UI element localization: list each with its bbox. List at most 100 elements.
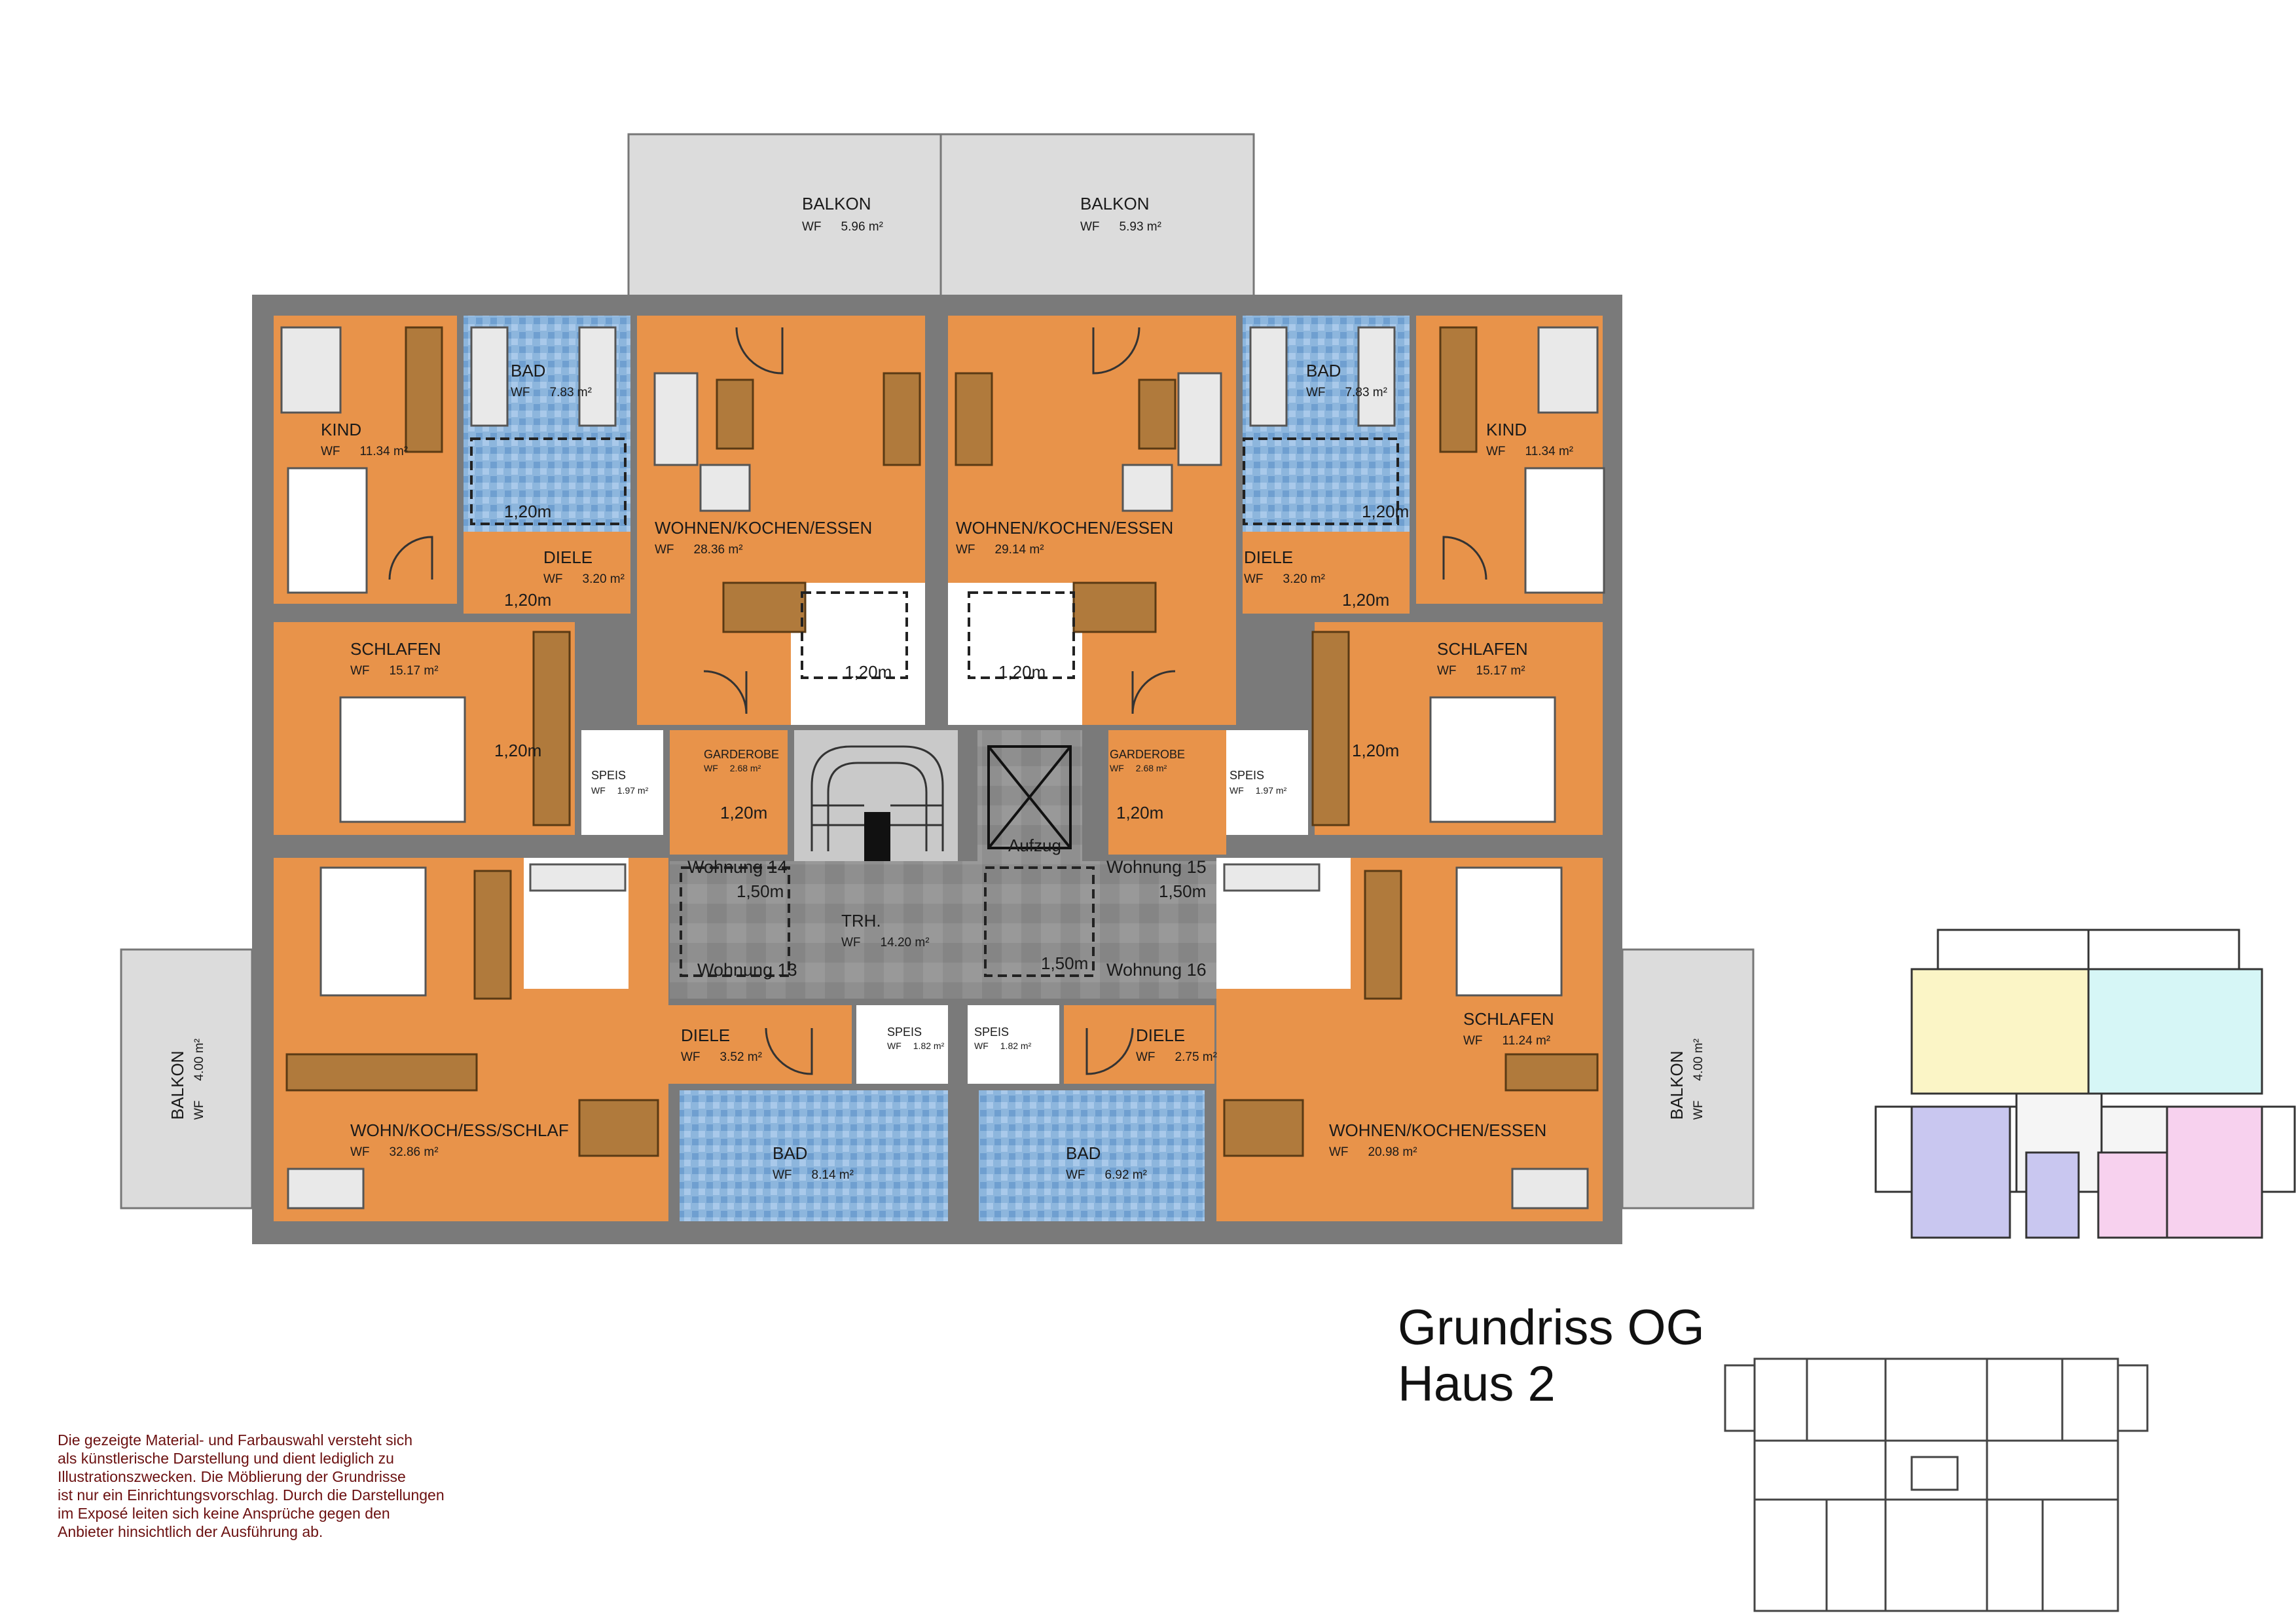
svg-text:1,20m: 1,20m — [494, 741, 541, 760]
floor-bad-bottom-right — [979, 1090, 1205, 1221]
floor-garderobe-right — [1108, 730, 1226, 855]
disclaimer-line: als künstlerische Darstellung und dient … — [58, 1450, 394, 1467]
svg-text:1,20m: 1,20m — [504, 590, 551, 610]
label-wohnung-16: Wohnung 16 — [1106, 960, 1207, 980]
plan-subtitle: Haus 2 — [1398, 1356, 1556, 1412]
svg-text:WF7.83 m²: WF7.83 m² — [1306, 386, 1387, 399]
floor-kitchen-top-right — [948, 583, 1082, 725]
elevator-cross — [987, 745, 1072, 849]
floor-landing — [670, 861, 1226, 999]
floor-diele-top-right — [1243, 532, 1410, 614]
label-wohnen-top-right: WOHNEN/KOCHEN/ESSEN — [956, 518, 1173, 538]
disclaimer-line: im Exposé leiten sich keine Ansprüche ge… — [58, 1505, 390, 1522]
label-bad-top-right: BAD — [1306, 361, 1341, 380]
key-plan-colored — [1874, 929, 2296, 1239]
label-diele-bottom-left: DIELE — [681, 1025, 730, 1045]
floor-diele-bottom-left — [668, 1005, 852, 1084]
disclaimer-line: Die gezeigte Material- und Farbauswahl v… — [58, 1431, 413, 1449]
svg-text:WF2.68 m²: WF2.68 m² — [1110, 763, 1167, 773]
svg-text:1,50m: 1,50m — [737, 881, 784, 901]
svg-text:WF4.00 m²: WF4.00 m² — [192, 1039, 206, 1120]
floor-bad-bottom-left — [680, 1090, 948, 1221]
svg-text:WF3.52 m²: WF3.52 m² — [681, 1050, 762, 1064]
label-bad-bottom-left: BAD — [773, 1143, 807, 1163]
label-garderobe-left: GARDEROBE — [704, 748, 779, 761]
floor-garderobe-left — [670, 730, 788, 855]
door-swings — [388, 327, 1487, 1075]
label-kind-right: KIND — [1486, 420, 1527, 439]
svg-text:WF4.00 m²: WF4.00 m² — [1692, 1039, 1705, 1120]
svg-text:WF1.97 m²: WF1.97 m² — [1230, 785, 1287, 796]
label-bad-top-left: BAD — [511, 361, 545, 380]
label-balkon-top-left: BALKON — [802, 194, 871, 213]
svg-text:WF8.14 m²: WF8.14 m² — [773, 1168, 854, 1182]
label-wohn-bottom-left: WOHN/KOCH/ESS/SCHLAF — [350, 1120, 569, 1140]
svg-text:1,20m: 1,20m — [720, 803, 767, 822]
svg-text:1,20m: 1,20m — [1342, 590, 1389, 610]
balcony-right — [1621, 948, 1755, 1209]
disclaimer-line: Anbieter hinsichtlich der Ausführung ab. — [58, 1523, 323, 1540]
svg-text:WF2.68 m²: WF2.68 m² — [704, 763, 761, 773]
key-plan-outline — [1724, 1357, 2149, 1612]
svg-text:WF5.93 m²: WF5.93 m² — [1080, 220, 1161, 234]
svg-text:WF1.82 m²: WF1.82 m² — [887, 1041, 945, 1051]
disclaimer-line: ist nur ein Einrichtungsvorschlag. Durch… — [58, 1486, 445, 1504]
label-schlafen-right: SCHLAFEN — [1437, 639, 1528, 659]
floor-speis-left — [581, 730, 663, 835]
svg-text:WF3.20 m²: WF3.20 m² — [1244, 572, 1325, 586]
svg-text:WF5.96 m²: WF5.96 m² — [802, 220, 883, 234]
label-diele-bottom-right: DIELE — [1136, 1025, 1185, 1045]
label-balkon-left: BALKON — [168, 1051, 187, 1120]
floor-speis-right — [1226, 730, 1308, 835]
floor-speis-bottom-right — [968, 1005, 1059, 1084]
svg-text:1,20m: 1,20m — [504, 502, 551, 521]
label-wohnen-top-left: WOHNEN/KOCHEN/ESSEN — [655, 518, 872, 538]
svg-text:WF6.92 m²: WF6.92 m² — [1066, 1168, 1147, 1182]
label-speis-bottom-right: SPEIS — [974, 1025, 1009, 1039]
label-balkon-top-right: BALKON — [1080, 194, 1150, 213]
balcony-left — [120, 948, 253, 1209]
dimension-labels: 1,20m 1,20m 1,20m 1,20m 1,20m 1,20m 1,20… — [494, 502, 1409, 973]
furniture — [280, 326, 1605, 1209]
label-aufzug: Aufzug — [1008, 836, 1061, 855]
svg-text:WF1.82 m²: WF1.82 m² — [974, 1041, 1032, 1051]
label-wohnen-bottom-right: WOHNEN/KOCHEN/ESSEN — [1329, 1120, 1546, 1140]
label-speis-bottom-left: SPEIS — [887, 1025, 922, 1039]
svg-text:WF2.75 m²: WF2.75 m² — [1136, 1050, 1217, 1064]
label-kind-left: KIND — [321, 420, 361, 439]
svg-text:1,20m: 1,20m — [1352, 741, 1399, 760]
label-speis-right: SPEIS — [1230, 769, 1264, 782]
clearance-markers — [470, 437, 1399, 977]
label-speis-left: SPEIS — [591, 769, 626, 782]
svg-text:WF3.20 m²: WF3.20 m² — [543, 572, 625, 586]
label-bad-bottom-right: BAD — [1066, 1143, 1101, 1163]
label-garderobe-right: GARDEROBE — [1110, 748, 1185, 761]
balcony-top — [627, 133, 1255, 303]
svg-text:WF1.97 m²: WF1.97 m² — [591, 785, 649, 796]
svg-text:1,20m: 1,20m — [1116, 803, 1163, 822]
svg-text:1,20m: 1,20m — [998, 662, 1046, 682]
disclaimer-text: Die gezeigte Material- und Farbauswahl v… — [58, 1431, 555, 1541]
stair-eye — [864, 812, 890, 868]
label-diele-top-right: DIELE — [1244, 547, 1293, 567]
label-wohnung-14: Wohnung 14 — [687, 857, 788, 877]
svg-text:1,50m: 1,50m — [1159, 881, 1206, 901]
apartment-labels: Wohnung 14 Wohnung 15 Wohnung 13 Wohnung… — [687, 857, 1207, 980]
plan-title: Grundriss OG — [1398, 1300, 1705, 1356]
disclaimer-line: Illustrationszwecken. Die Möblierung der… — [58, 1468, 406, 1485]
floor-kitchen-top-left — [791, 583, 925, 725]
label-wohnung-13: Wohnung 13 — [697, 960, 797, 980]
label-wohnung-15: Wohnung 15 — [1106, 857, 1207, 877]
svg-text:1,20m: 1,20m — [845, 662, 892, 682]
floor-diele-bottom-right — [1064, 1005, 1214, 1084]
plan-title-block: Grundriss OG Haus 2 — [1398, 1300, 1791, 1412]
